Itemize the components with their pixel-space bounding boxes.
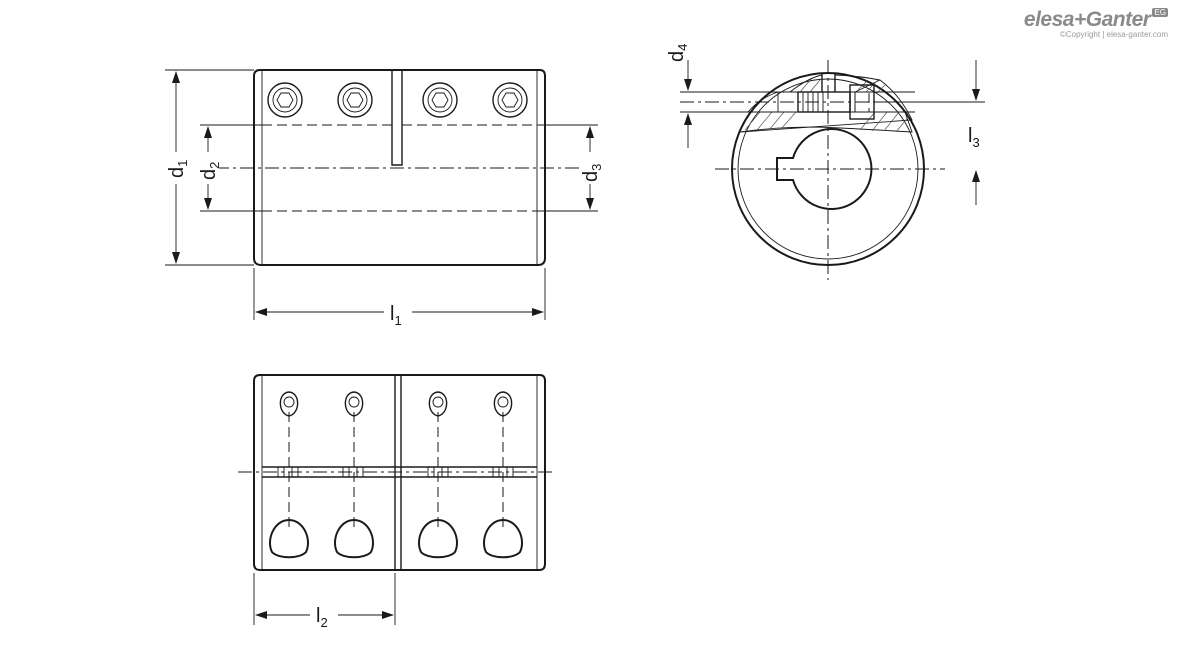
label-l2: l2 — [316, 605, 328, 630]
large-hole — [269, 518, 309, 559]
screw-head — [267, 82, 303, 118]
label-d4: d4 — [666, 44, 690, 62]
small-hole — [279, 391, 299, 417]
copyright-text: ©Copyright | elesa-ganter.com — [1059, 30, 1168, 39]
small-hole — [428, 391, 448, 417]
screw-head — [422, 82, 458, 118]
front-view — [165, 69, 598, 320]
side-bore-keyway — [776, 128, 873, 210]
label-l1: l1 — [390, 303, 402, 328]
side-view — [680, 60, 985, 280]
large-hole — [418, 518, 458, 559]
large-hole — [334, 518, 374, 559]
label-d1: d1 — [166, 160, 190, 178]
small-hole — [344, 391, 364, 417]
top-view — [238, 374, 556, 625]
label-d2: d2 — [198, 162, 222, 180]
brand-badge: EG — [1152, 8, 1168, 17]
top-body-outline — [253, 374, 546, 571]
label-l3: l3 — [968, 125, 980, 150]
label-d3: d3 — [580, 164, 604, 182]
front-body-outline — [253, 69, 546, 266]
screw-head — [337, 82, 373, 118]
screw-head — [492, 82, 528, 118]
large-hole — [483, 518, 523, 559]
brand-text: elesa+Ganter — [1023, 8, 1151, 31]
section-hatch — [738, 74, 915, 133]
front-slot — [391, 70, 403, 166]
small-hole — [493, 391, 513, 417]
